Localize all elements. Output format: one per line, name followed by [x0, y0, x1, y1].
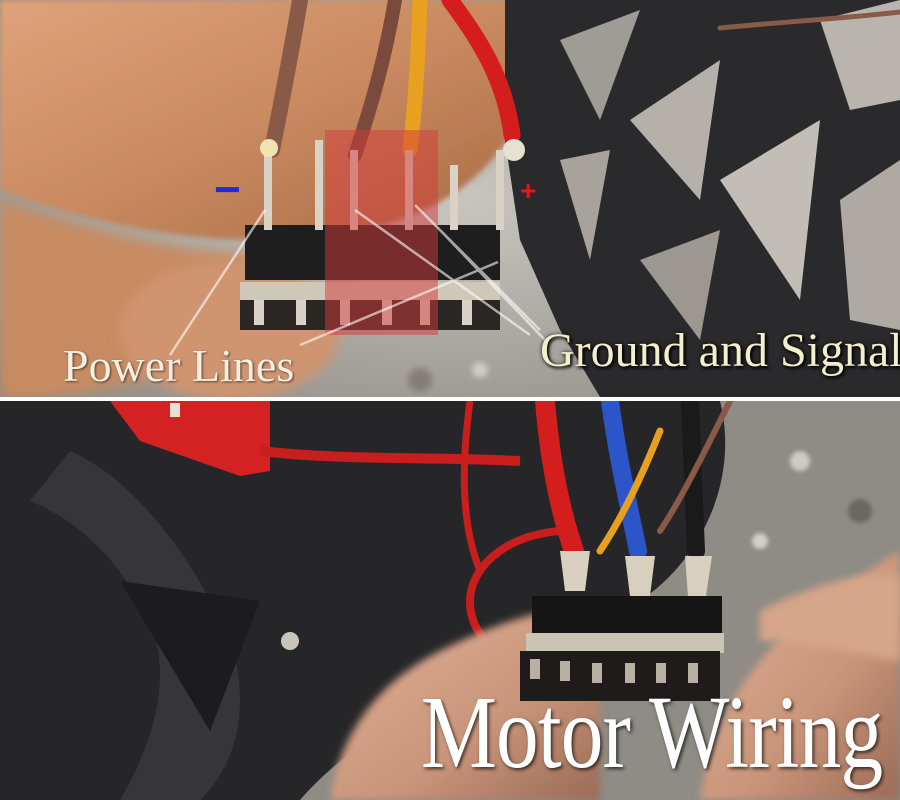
ground-signal-highlight — [325, 130, 438, 335]
power-lines-label: Power Lines — [63, 340, 295, 391]
bottom-photo-scene — [0, 401, 900, 800]
motor-base — [0, 401, 726, 800]
motor-wiring-label: Motor Wiring — [421, 675, 883, 790]
panel-divider — [0, 397, 900, 401]
top-photo-panel: − + Power Lines Ground and Signal — [0, 0, 900, 397]
minus-sign: − — [214, 163, 241, 215]
plus-sign: + — [520, 175, 537, 206]
leader-lines — [168, 204, 546, 356]
fingertip-bottom — [760, 574, 900, 661]
wires-bottom — [535, 401, 733, 561]
solder-joints — [560, 551, 712, 596]
pin-header-bottom — [520, 596, 724, 701]
motor-frame — [505, 0, 900, 397]
top-photo-scene — [0, 0, 900, 397]
bottom-photo-panel: Motor Wiring — [0, 401, 900, 800]
ground-and-signal-label: Ground and Signal — [540, 324, 900, 377]
